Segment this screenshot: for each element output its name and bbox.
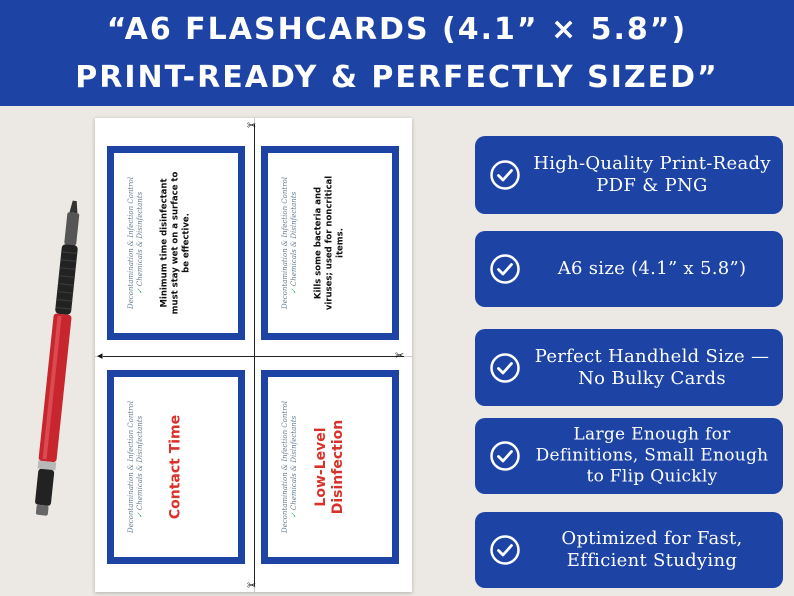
card-category: Decontamination & Infection Control [281,177,289,310]
pen-illustration [35,200,80,516]
feature-box: A6 size (4.1” x 5.8”) [475,231,783,307]
check-circle-icon [490,441,520,471]
card-term-text: Contact Time [167,414,184,520]
header-title-line2: PRINT-READY & PERFECTLY SIZED” [75,60,719,95]
check-circle-icon [490,254,520,284]
card-term-text: Low-Level Disinfection [313,419,346,515]
scissors-icon: ✂ [247,579,257,592]
feature-text: A6 size (4.1” x 5.8”) [557,258,747,279]
arrow-left-icon: ◂ [97,349,103,362]
feature-text: Perfect Handheld Size — No Bulky Cards [534,345,770,389]
check-circle-icon [490,535,520,565]
card-definition-text: Minimum time disinfectant must stay wet … [159,171,192,315]
flashcard-sheet: ✂ ✂ ✂ ◂ Decontamination & Infection Cont… [95,118,412,592]
feature-text: Optimized for Fast, Efficient Studying [561,528,743,571]
vertical-cut-line [254,124,255,586]
header-title-line1: “A6 FLASHCARDS (4.1” × 5.8”) [106,12,688,47]
check-circle-icon [490,352,520,383]
check-circle-icon [490,160,520,190]
horizontal-cut-line [103,356,404,357]
card-definition-text: Kills some bacteria and viruses; used fo… [313,175,346,311]
card-subcategory: Chemicals & Disinfectants [290,415,298,511]
scissors-icon: ✂ [395,349,405,362]
card-category: Decontamination & Infection Control [281,401,289,534]
feature-box: Large Enough for Definitions, Small Enou… [475,418,783,494]
flashcard-definition: Decontamination & Infection Control ✓ Ch… [107,146,245,340]
feature-box: Optimized for Fast, Efficient Studying [475,512,783,588]
card-category: Decontamination & Infection Control [127,177,135,310]
feature-box: High-Quality Print-Ready PDF & PNG [475,136,783,214]
card-subcategory: Chemicals & Disinfectants [136,191,144,287]
header-banner: “A6 FLASHCARDS (4.1” × 5.8”) PRINT-READY… [0,0,794,106]
scissors-icon: ✂ [247,119,257,132]
card-subcategory: Chemicals & Disinfectants [136,415,144,511]
card-category: Decontamination & Infection Control [127,401,135,534]
feature-text: High-Quality Print-Ready PDF & PNG [533,153,771,196]
feature-text: Large Enough for Definitions, Small Enou… [535,424,769,487]
flashcard-term: Decontamination & Infection Control ✓ Ch… [107,370,245,564]
flashcard-definition: Decontamination & Infection Control ✓ Ch… [261,146,399,340]
feature-box: Perfect Handheld Size — No Bulky Cards [475,329,783,406]
card-subcategory: Chemicals & Disinfectants [290,191,298,287]
flashcard-term: Decontamination & Infection Control ✓ Ch… [261,370,399,564]
